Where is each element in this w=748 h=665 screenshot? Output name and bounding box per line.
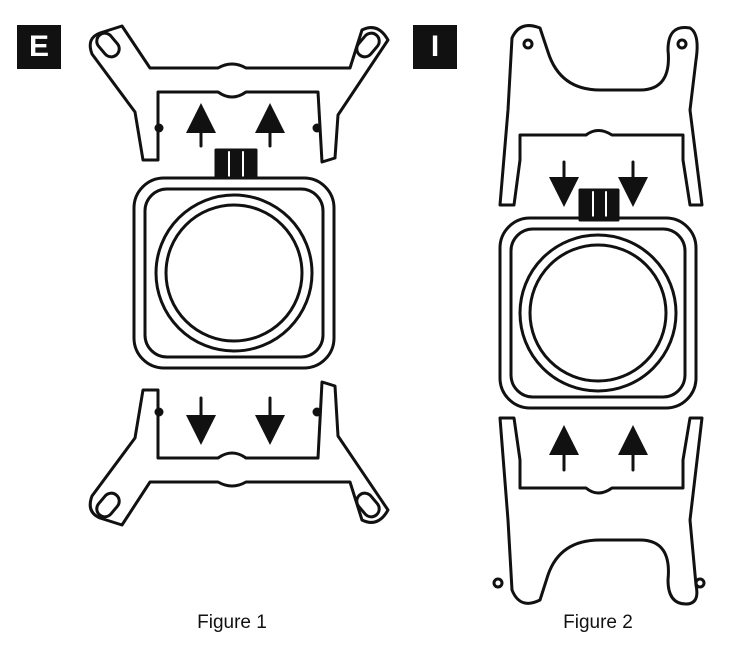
badge-figure-1: E [17,25,61,69]
figure-1 [88,24,390,527]
pump-block-outer-fig2 [498,216,698,410]
pump-ring-inner-fig1 [164,203,304,343]
badge-figure-2: I [413,25,457,69]
pump-connector-fig2 [578,188,620,222]
top-left-hole-fig2 [522,38,534,50]
bottom-right-hole-fig2 [694,577,706,589]
bottom-bracket-fig2 [498,416,704,606]
pump-ring-inner-fig2 [528,243,668,383]
figure-2 [492,24,706,606]
pump-ring-outer-fig1 [154,193,314,353]
caption-figure-2: Figure 2 [563,612,633,633]
top-right-hole-fig2 [676,38,688,50]
bottom-right-slot [355,491,381,519]
top-bracket-fig2 [498,24,704,207]
pump-connector-fig1 [214,148,258,180]
bottom-left-slot [95,491,121,519]
pump-block-inner-fig1 [143,187,325,359]
pump-ring-outer-fig2 [518,233,678,393]
top-bracket-fig1 [88,24,390,164]
top-left-slot [95,31,121,59]
caption-figure-1: Figure 1 [197,612,267,633]
pump-block-inner-fig2 [509,227,687,399]
pump-block-outer-fig1 [132,176,336,370]
top-right-slot [355,31,381,59]
bottom-left-hole-fig2 [492,577,504,589]
bottom-bracket-fig1 [88,380,390,527]
